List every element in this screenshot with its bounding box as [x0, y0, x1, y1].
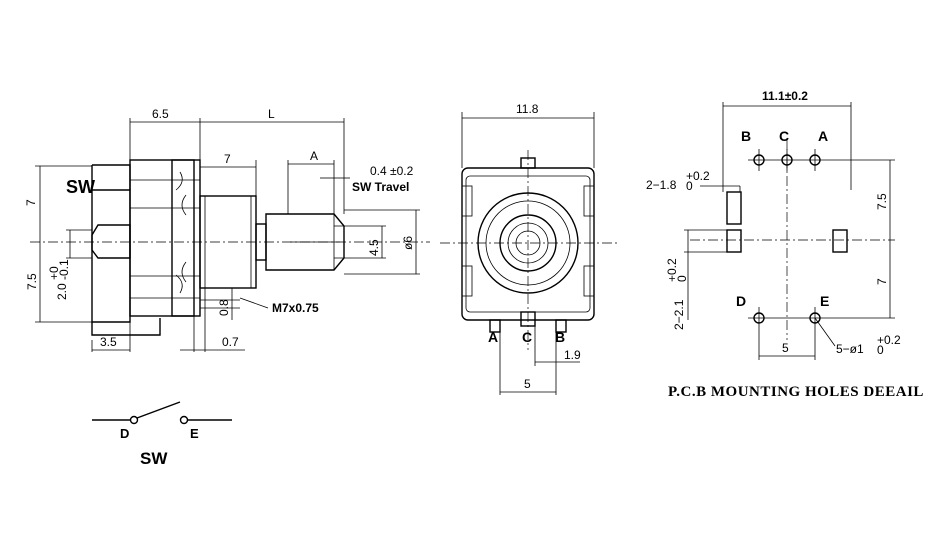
side-view: 6.5 L 7 A 0.4 ±0.2 SW Travel SW 7 7.5 2.…	[24, 107, 430, 352]
pin-c	[520, 311, 536, 327]
pin-c-label: C	[522, 329, 532, 345]
dim-11-8: 11.8	[516, 102, 539, 116]
switch-e-label: E	[190, 426, 199, 441]
front-view: 11.8 A C B 1.9 5	[440, 102, 620, 395]
switch-d-label: D	[120, 426, 129, 441]
dim-3-5: 3.5	[100, 335, 117, 349]
dim-travel: 0.4 ±0.2	[370, 164, 414, 178]
slot-21: 2−2.1	[672, 299, 686, 330]
front-shaft	[499, 214, 557, 272]
switch-body	[91, 189, 131, 323]
holes-01-tol-top: +0.2	[877, 333, 901, 347]
dim-2-0: 2.0	[55, 283, 69, 300]
hole-e-label: E	[820, 293, 829, 309]
hole-c-label: C	[779, 128, 789, 144]
dim-7-pcb: 7	[875, 278, 889, 285]
dim-2-0-tol-bot: -0.1	[57, 259, 71, 280]
dim-a: A	[310, 149, 318, 163]
holes-01: 5−ø1	[836, 342, 864, 356]
switch-sw-label: SW	[140, 449, 168, 468]
dim-2-0-tol-top: +0	[47, 266, 61, 280]
dim-11-1: 11.1±0.2	[762, 89, 808, 103]
slot-18-tol-top: +0.2	[686, 169, 710, 183]
pin-a	[489, 319, 501, 333]
dim-5-front: 5	[524, 377, 531, 391]
pcb-title: P.C.B MOUNTING HOLES DEEAIL	[668, 384, 924, 400]
dim-7-5-pcb: 7.5	[875, 193, 889, 210]
front-top-tab	[520, 157, 536, 169]
dim-7-5-left: 7.5	[25, 273, 39, 290]
dim-6-5: 6.5	[152, 107, 169, 121]
slot-18-tol-bot: 0	[686, 179, 693, 193]
dim-6: ø6	[401, 236, 415, 250]
holes-01-tol-bot: 0	[877, 343, 884, 357]
hole-b-label: B	[741, 128, 751, 144]
pcb-layout: 11.1±0.2 B C A D E 2−1.8 +0.2 0 2−2.1 +0…	[646, 89, 924, 400]
slot-18: 2−1.8	[646, 178, 677, 192]
housing-clip	[171, 159, 195, 317]
contact-d	[129, 415, 139, 425]
dim-1-9: 1.9	[564, 348, 581, 362]
dim-0-8: 0.8	[217, 299, 231, 316]
pin-a-label: A	[488, 329, 498, 345]
slot-21-tol-bot: 0	[675, 275, 689, 282]
front-bushing-outer	[477, 192, 579, 294]
pin-b-label: B	[555, 329, 565, 345]
dim-7-top: 7	[224, 152, 231, 166]
dim-l: L	[268, 107, 275, 121]
switch-blade	[136, 401, 181, 419]
contact-e	[179, 415, 189, 425]
mount-slot-top	[726, 191, 742, 225]
switch-actuator	[91, 224, 131, 259]
thread-label: M7x0.75	[272, 301, 319, 315]
sw-label: SW	[66, 177, 95, 197]
switch-bottom-lug	[91, 318, 161, 336]
slot-21-tol-top: +0.2	[665, 258, 679, 282]
pin-b	[555, 319, 567, 333]
switch-top-lug	[92, 164, 131, 190]
sw-travel-label: SW Travel	[352, 180, 409, 194]
dim-4-5: 4.5	[367, 239, 381, 256]
hole-a-label: A	[818, 128, 828, 144]
switch-symbol: D E SW	[92, 401, 232, 468]
dim-0-7: 0.7	[222, 335, 239, 349]
mount-slot-left	[726, 229, 742, 253]
housing	[129, 159, 201, 317]
dim-7-left: 7	[24, 199, 38, 206]
mount-slot-right	[832, 229, 848, 253]
hole-d-label: D	[736, 293, 746, 309]
dim-5-pcb: 5	[782, 341, 789, 355]
